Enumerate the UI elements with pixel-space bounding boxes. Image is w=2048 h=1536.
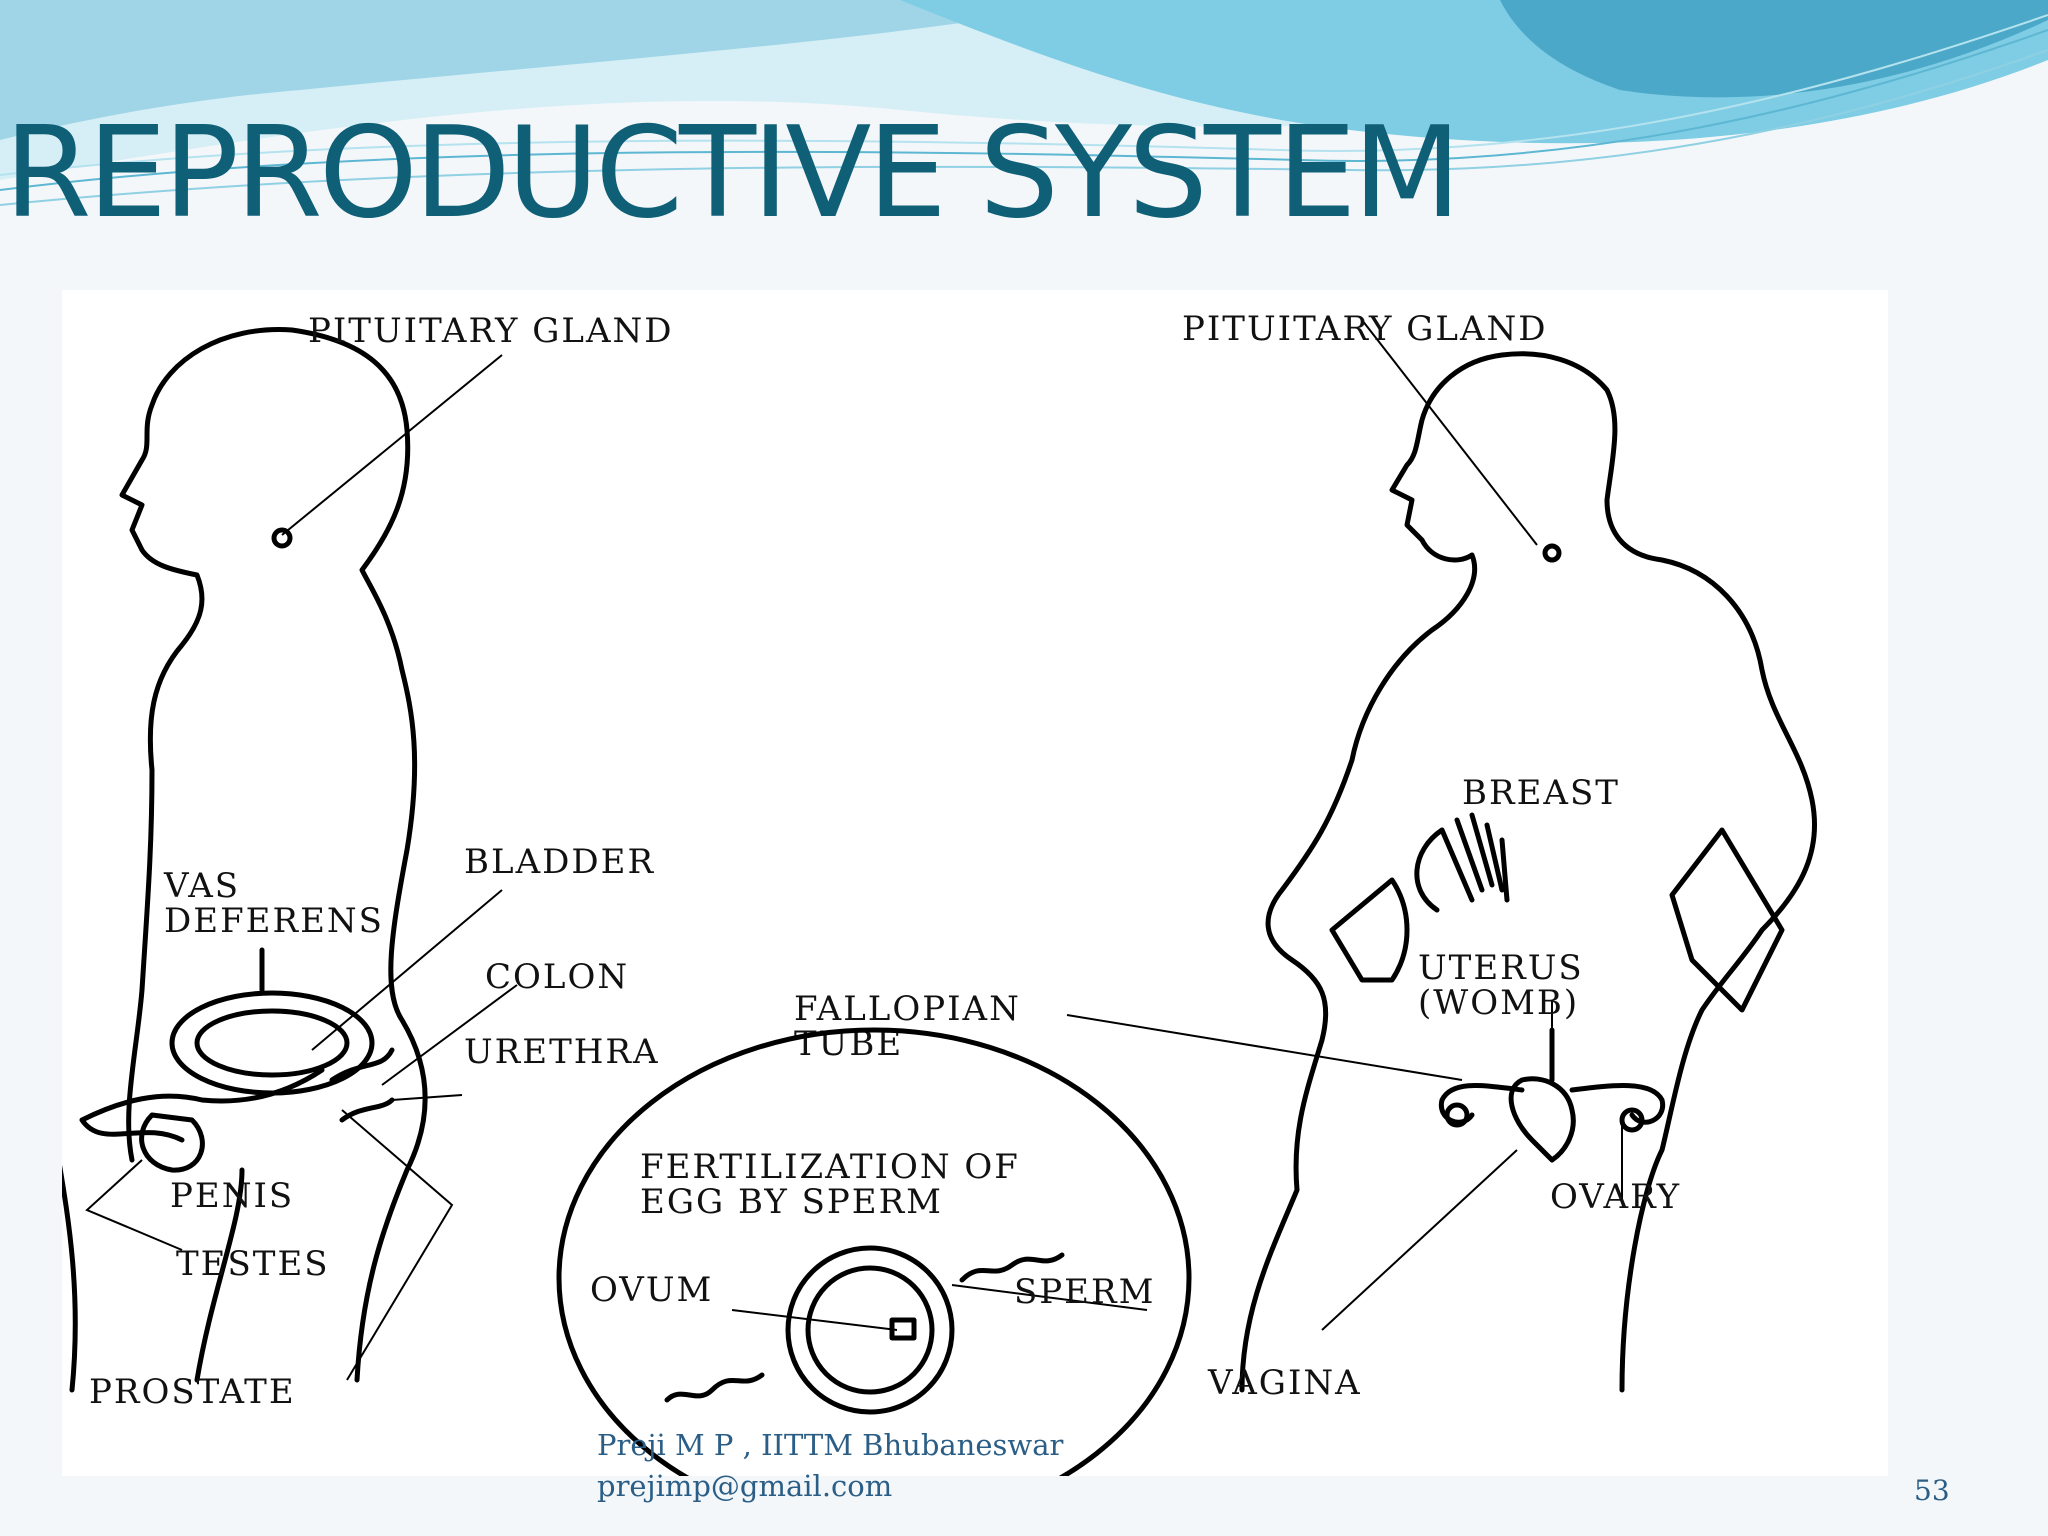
label-vagina: VAGINA — [1207, 1363, 1362, 1403]
label-deferens: DEFERENS — [164, 901, 384, 941]
male-testes-shape — [139, 1112, 205, 1173]
label-fertilization: FERTILIZATION OF — [640, 1147, 1020, 1187]
female-uterus — [1508, 1027, 1576, 1163]
female-arm-gap-right — [1669, 827, 1785, 1013]
female-fallopian-leader — [1066, 1014, 1463, 1081]
page-number: 53 — [1914, 1474, 1950, 1507]
label-uterus: UTERUS — [1418, 948, 1584, 988]
male-silhouette — [62, 327, 428, 1393]
male-prostate-bracket — [341, 1109, 454, 1381]
label-egg-by-sperm: EGG BY SPERM — [640, 1182, 943, 1222]
reproductive-diagram: PITUITARY GLAND VAS DEFERENS BLADDER COL… — [62, 290, 1888, 1476]
inset-ovum-leader — [731, 1309, 898, 1331]
sperm-tail-1 — [959, 1252, 1065, 1283]
male-figure — [62, 327, 518, 1393]
female-silhouette — [1239, 351, 1818, 1393]
female-fallopian-tubes — [1438, 1083, 1666, 1125]
inset-circle — [556, 1027, 1192, 1476]
slide-title: REPRODUCTIVE SYSTEM — [4, 99, 1461, 246]
female-arm-gap-left — [1329, 877, 1410, 983]
male-pituitary-leader — [281, 354, 503, 536]
male-bladder-leader — [311, 889, 503, 1051]
label-testes: TESTES — [176, 1244, 330, 1284]
female-pituitary-leader — [1361, 319, 1538, 546]
sperm-tail-2 — [664, 1372, 765, 1403]
footer-author: Preji M P , IITTM Bhubaneswar — [597, 1428, 1064, 1462]
male-urethra-leader — [391, 1094, 463, 1101]
label-urethra: URETHRA — [464, 1032, 660, 1072]
label-female-pituitary: PITUITARY GLAND — [1182, 309, 1548, 349]
label-male-pituitary: PITUITARY GLAND — [308, 311, 674, 351]
male-colon-leader — [381, 984, 518, 1086]
label-colon: COLON — [485, 957, 629, 997]
diagram-drawing: PITUITARY GLAND VAS DEFERENS BLADDER COL… — [62, 309, 1818, 1476]
fertilization-inset — [556, 1027, 1192, 1476]
male-vas-tube — [79, 947, 325, 1143]
label-prostate: PROSTATE — [89, 1372, 296, 1412]
ovum-outer — [785, 1245, 955, 1415]
label-ovum: OVUM — [590, 1270, 713, 1310]
male-colon-shape — [329, 1047, 395, 1123]
footer-email: prejimp@gmail.com — [597, 1469, 893, 1503]
label-vas: VAS — [163, 866, 240, 906]
footer-credit: Preji M P , IITTM Bhubaneswar prejimp@gm… — [597, 1425, 1063, 1507]
label-penis: PENIS — [170, 1176, 294, 1216]
label-bladder: BLADDER — [464, 842, 655, 882]
male-pituitary-dot — [271, 527, 293, 549]
female-vagina-leader — [1321, 1149, 1518, 1331]
female-breast-glands — [1414, 812, 1510, 913]
female-ovary-left — [1444, 1102, 1470, 1128]
label-ovary: OVARY — [1550, 1177, 1681, 1217]
inset-sperm-leader — [951, 1284, 1148, 1311]
male-penis-bracket — [85, 1159, 183, 1251]
male-bladder-inner — [194, 1008, 350, 1078]
label-breast: BREAST — [1462, 773, 1620, 813]
female-figure — [1066, 319, 1818, 1393]
ovum-inner — [805, 1265, 935, 1395]
label-fallopian: FALLOPIAN — [794, 989, 1021, 1029]
male-bladder-shape — [169, 990, 375, 1096]
label-womb: (WOMB) — [1418, 983, 1579, 1023]
label-sperm: SPERM — [1014, 1272, 1155, 1312]
female-pituitary-dot — [1542, 543, 1562, 563]
